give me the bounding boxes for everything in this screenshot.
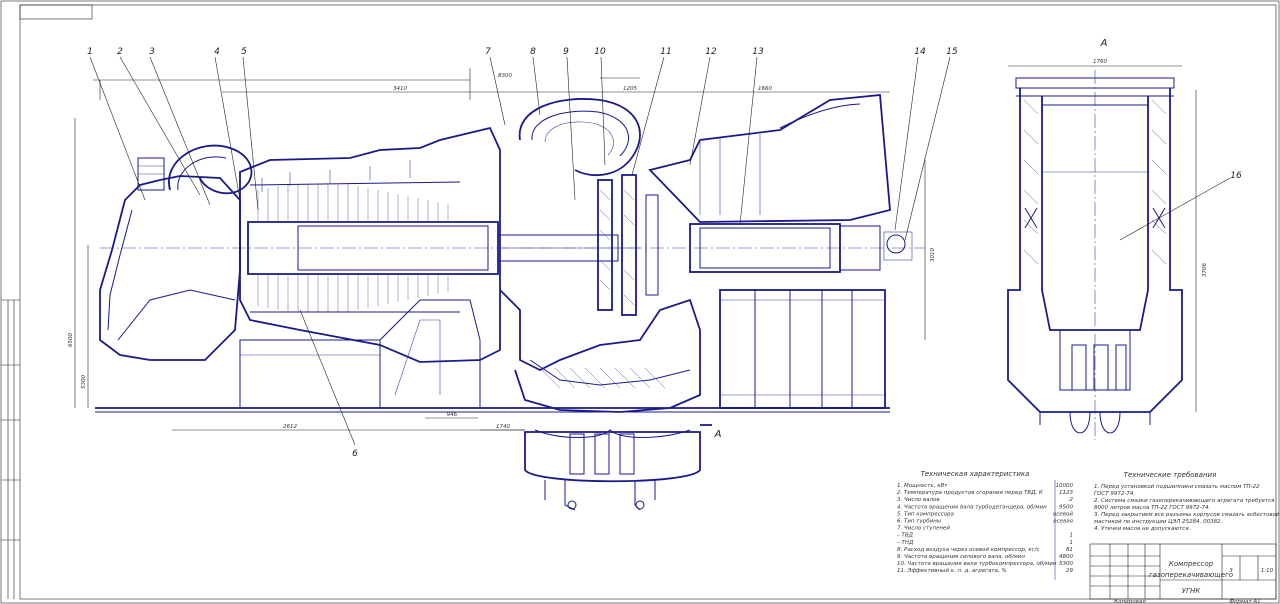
tech-spec-value: 2 xyxy=(1070,497,1074,503)
dim-1760: 1760 xyxy=(1093,59,1107,65)
view-a xyxy=(1007,65,1231,440)
leader-number-6: 6 xyxy=(352,449,358,459)
tech-specs-title: Техническая характеристика xyxy=(921,470,1030,478)
dim-1205: 1205 xyxy=(623,86,637,92)
tech-requirement-line: 2. Система смазки газоперекачивающего аг… xyxy=(1094,498,1275,504)
tech-spec-value: 1 xyxy=(1070,540,1074,546)
dim-5300: 5300 xyxy=(81,375,87,389)
tech-spec-label: 3. Число валов xyxy=(897,497,940,503)
tech-spec-value: 81 xyxy=(1066,547,1073,553)
tech-spec-value: 1123 xyxy=(1059,490,1073,496)
section-a-label: А xyxy=(714,429,722,440)
tech-spec-value: 4800 xyxy=(1059,554,1073,560)
tech-spec-value: 10000 xyxy=(1056,483,1074,489)
leader-number-4: 4 xyxy=(214,47,220,57)
tech-spec-value: 29 xyxy=(1066,568,1073,574)
leader-number-9: 9 xyxy=(563,47,569,57)
footer-format: Формат А1 xyxy=(1229,599,1260,604)
tech-spec-label: 5. Тип компрессора xyxy=(897,511,954,517)
tech-requirement-line: 1. Перед установкой подшипники смазать м… xyxy=(1094,484,1260,490)
leader-number-7: 7 xyxy=(485,47,491,57)
view-a-label: А xyxy=(1100,38,1108,49)
tech-spec-label: 2. Температура продуктов сгорания перед … xyxy=(897,490,1044,496)
main-section-view xyxy=(74,56,951,511)
leader-number-16: 16 xyxy=(1230,171,1242,181)
tech-spec-label: 7. Число ступеней xyxy=(897,526,950,532)
dim-946: 946 xyxy=(447,412,458,418)
tech-requirement-line: ГОСТ 9972-74. xyxy=(1094,491,1135,497)
tech-spec-label: – ТВД xyxy=(897,533,914,539)
leader-number-2: 2 xyxy=(117,47,123,57)
leader-number-5: 5 xyxy=(241,47,247,57)
sheet-frame xyxy=(19,4,1277,600)
title-block-org: УГНК xyxy=(1182,587,1201,595)
dim-2612: 2612 xyxy=(283,424,297,430)
tech-spec-value: 5300 xyxy=(1059,561,1073,567)
leader-number-12: 12 xyxy=(705,47,717,57)
tech-requirements-title: Технические требования xyxy=(1124,471,1217,479)
title-block-frame xyxy=(1089,543,1277,600)
leader-number-1: 1 xyxy=(87,47,93,57)
tech-spec-label: 1. Мощность, кВт xyxy=(897,483,948,489)
tech-spec-value: осевой xyxy=(1053,511,1073,517)
tech-spec-value: осевая xyxy=(1053,519,1073,525)
tech-spec-label: 6. Тип турбины xyxy=(897,519,942,525)
footer-copied: Копировал xyxy=(1114,599,1146,604)
tech-spec-label: – ТНД xyxy=(897,540,914,546)
tech-spec-label: 4. Частота вращения вала турбодетандера,… xyxy=(897,504,1047,510)
title-block-sheet: 3 xyxy=(1229,568,1233,574)
title-block-name-1: Компрессор xyxy=(1169,560,1214,568)
tech-spec-value: 9500 xyxy=(1059,504,1073,510)
top-left-stamp xyxy=(19,4,93,20)
tech-requirement-line: мастикой по инструкции ЦЭЛ 25284, 00382. xyxy=(1094,519,1223,525)
tech-spec-label: 9. Частота вращения силового вала, об/ми… xyxy=(897,554,1025,560)
tech-requirement-line: 3. Перед закрытием все разъемы корпусов … xyxy=(1094,512,1280,518)
tech-spec-label: 8. Расход воздуха через осевой компрессо… xyxy=(897,547,1040,553)
leader-number-3: 3 xyxy=(149,47,155,57)
leader-number-10: 10 xyxy=(594,47,606,57)
leader-number-11: 11 xyxy=(660,47,671,57)
tech-requirement-line: 8000 литров масла ТП-22 ГОСТ 9972-74. xyxy=(1094,505,1211,511)
leader-number-15: 15 xyxy=(946,47,958,57)
left-margin-stamps xyxy=(1,299,20,599)
leader-number-13: 13 xyxy=(752,47,764,57)
dim-1740: 1740 xyxy=(496,424,510,430)
leader-number-14: 14 xyxy=(914,47,926,57)
tech-spec-label: 10. Частота вращения вала турбокомпрессо… xyxy=(897,561,1057,567)
dim-3706: 3706 xyxy=(1202,263,1208,277)
dim-6500: 6500 xyxy=(68,333,74,347)
tech-spec-label: 11. Эффективный к. п. д. агрегата, % xyxy=(897,568,1007,574)
dim-1660: 1660 xyxy=(758,86,772,92)
dim-8300: 8300 xyxy=(498,73,512,79)
leader-number-8: 8 xyxy=(530,47,536,57)
dim-3410: 3410 xyxy=(393,86,407,92)
tech-requirement-line: 4. Утечки масла не допускаются. xyxy=(1094,526,1191,532)
title-block-name-2: газоперекачивающего xyxy=(1149,571,1233,579)
tech-spec-value: 1 xyxy=(1070,533,1074,539)
dim-3010: 3010 xyxy=(930,248,936,262)
title-block-scale: 1:10 xyxy=(1261,568,1274,574)
